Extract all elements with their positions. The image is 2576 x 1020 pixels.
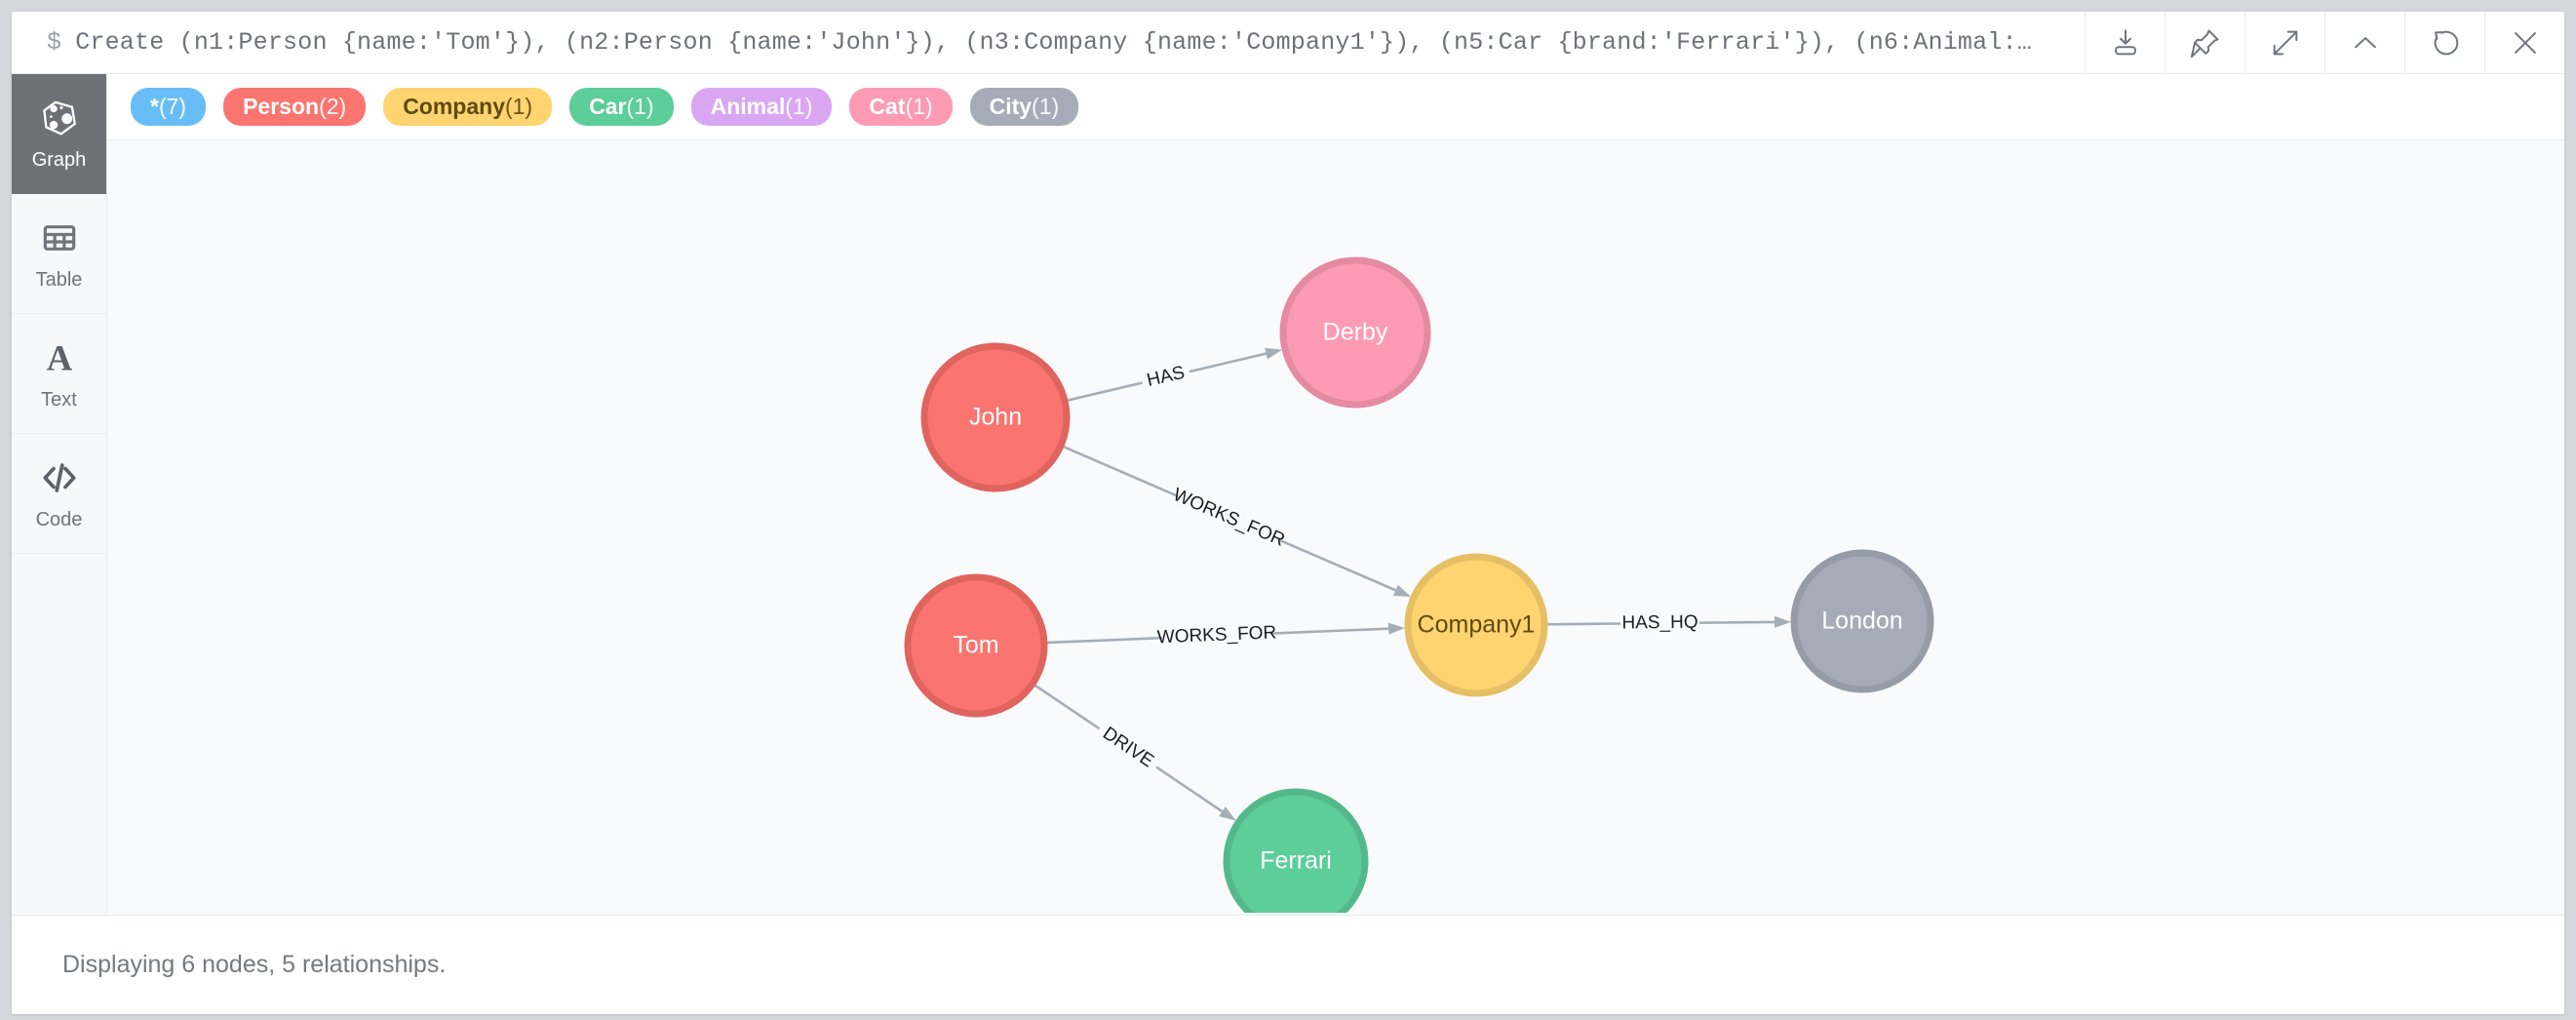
relationship-label: HAS_HQ xyxy=(1621,612,1698,634)
legend-pill-label: Company xyxy=(403,93,505,119)
relationship-line xyxy=(1155,765,1224,813)
relationship-arrowhead xyxy=(1774,615,1792,628)
graph-node-tom[interactable]: Tom xyxy=(904,573,1048,718)
result-frame: $ Create (n1:Person {name:'Tom'}), (n2:P… xyxy=(12,12,2564,1014)
relationship-arrowhead xyxy=(1393,584,1411,598)
label-legend: *(7)Person(2)Company(1)Car(1)Animal(1)Ca… xyxy=(107,74,2564,140)
relationship-label: WORKS_FOR xyxy=(1156,622,1276,647)
legend-pill-count: (1) xyxy=(504,93,533,119)
node-circle[interactable] xyxy=(920,342,1071,492)
legend-pill-label: Animal xyxy=(710,93,786,119)
pin-icon xyxy=(2189,26,2222,59)
prompt-symbol: $ xyxy=(47,28,62,57)
collapse-button[interactable] xyxy=(2324,12,2404,73)
node-circle[interactable] xyxy=(1223,788,1369,913)
legend-pill-person[interactable]: Person(2) xyxy=(223,87,367,127)
download-button[interactable] xyxy=(2085,12,2165,73)
relationship-works_for[interactable]: WORKS_FOR xyxy=(1061,445,1411,598)
legend-pill-count: (7) xyxy=(158,93,187,119)
relationship-line xyxy=(1278,538,1396,592)
relationship-works_for[interactable]: WORKS_FOR xyxy=(1044,622,1406,647)
legend-pill-count: (1) xyxy=(1032,93,1060,119)
query-display[interactable]: $ Create (n1:Person {name:'Tom'}), (n2:P… xyxy=(12,12,2085,73)
graph-node-london[interactable]: London xyxy=(1790,549,1934,693)
text-icon: A xyxy=(40,335,79,380)
legend-pill-car[interactable]: Car(1) xyxy=(569,87,674,127)
node-circle[interactable] xyxy=(904,573,1048,718)
relationship-arrowhead xyxy=(1387,622,1406,635)
legend-pill-label: Person xyxy=(243,93,320,119)
relationship-drive[interactable]: DRIVE xyxy=(1033,683,1236,821)
expand-icon xyxy=(2269,26,2302,59)
query-text: Create (n1:Person {name:'Tom'}), (n2:Per… xyxy=(75,28,2032,57)
code-icon xyxy=(39,455,80,500)
graph-node-company1[interactable]: Company1 xyxy=(1404,553,1548,697)
relationship-line xyxy=(1044,636,1162,645)
legend-pill-cat[interactable]: Cat(1) xyxy=(849,87,953,127)
legend-pill-company[interactable]: Company(1) xyxy=(383,87,553,127)
graph-node-derby[interactable]: Derby xyxy=(1279,256,1431,409)
graph-node-john[interactable]: John xyxy=(920,342,1071,492)
relationship-label: WORKS_FOR xyxy=(1170,485,1288,551)
legend-pill-animal[interactable]: Animal(1) xyxy=(690,87,833,127)
relationship-line xyxy=(1065,381,1143,403)
refresh-button[interactable] xyxy=(2404,12,2484,73)
node-circle[interactable] xyxy=(1279,256,1431,409)
chevron-up-icon xyxy=(2349,26,2382,59)
sidebar-item-code[interactable]: Code xyxy=(12,434,106,554)
graph-node-ferrari[interactable]: Ferrari xyxy=(1223,788,1369,913)
relationship-line xyxy=(1189,352,1267,373)
status-text: Displaying 6 nodes, 5 relationships. xyxy=(62,951,447,978)
sidebar-item-graph-label: Graph xyxy=(31,149,87,171)
graph-column: *(7)Person(2)Company(1)Car(1)Animal(1)Ca… xyxy=(107,74,2564,915)
refresh-icon xyxy=(2429,26,2462,59)
sidebar-item-code-label: Code xyxy=(35,509,83,530)
legend-pill-count: (2) xyxy=(319,93,347,119)
view-sidebar: Graph Table A xyxy=(12,74,107,915)
result-body: Graph Table A xyxy=(12,74,2564,915)
graph-svg: HAS WORKS_FOR WORKS_FOR DRIVE HAS_HQ John Der… xyxy=(904,256,1934,913)
query-toolbar: $ Create (n1:Person {name:'Tom'}), (n2:P… xyxy=(12,12,2564,74)
legend-pill-label: Car xyxy=(589,93,627,119)
relationship-line xyxy=(1061,445,1180,498)
legend-pill-label: City xyxy=(989,93,1033,119)
sidebar-item-text[interactable]: A Text xyxy=(12,314,106,434)
pin-button[interactable] xyxy=(2165,12,2244,73)
legend-pill-all[interactable]: *(7) xyxy=(131,87,207,127)
relationship-line xyxy=(1698,620,1776,624)
legend-pill-count: (1) xyxy=(905,93,933,119)
svg-text:A: A xyxy=(46,338,72,377)
relationship-line xyxy=(1271,627,1389,635)
expand-button[interactable] xyxy=(2244,12,2324,73)
sidebar-item-text-label: Text xyxy=(41,389,77,411)
table-icon xyxy=(40,216,79,260)
status-bar: Displaying 6 nodes, 5 relationships. xyxy=(12,915,2564,1014)
legend-pill-count: (1) xyxy=(785,93,813,119)
sidebar-item-table-label: Table xyxy=(35,269,83,291)
relationship-line xyxy=(1544,622,1621,626)
relationship-has_hq[interactable]: HAS_HQ xyxy=(1544,612,1792,634)
relationship-label: HAS xyxy=(1145,363,1187,391)
close-icon xyxy=(2509,26,2542,59)
legend-pill-city[interactable]: City(1) xyxy=(969,87,1079,127)
legend-pill-label: * xyxy=(150,93,159,119)
node-circle[interactable] xyxy=(1404,553,1548,697)
sidebar-item-table[interactable]: Table xyxy=(12,194,106,314)
relationship-arrowhead xyxy=(1265,347,1283,360)
graph-canvas[interactable]: HAS WORKS_FOR WORKS_FOR DRIVE HAS_HQ John Der… xyxy=(107,140,2564,915)
graph-icon xyxy=(39,96,80,140)
legend-pill-label: Cat xyxy=(869,93,906,119)
legend-pill-count: (1) xyxy=(626,93,654,119)
relationship-line xyxy=(1033,683,1101,730)
relationship-label: DRIVE xyxy=(1099,724,1157,772)
download-icon xyxy=(2109,26,2142,59)
node-circle[interactable] xyxy=(1790,549,1934,693)
relationship-layer: HAS WORKS_FOR WORKS_FOR DRIVE HAS_HQ xyxy=(1033,347,1792,821)
close-button[interactable] xyxy=(2484,12,2564,73)
sidebar-item-graph[interactable]: Graph xyxy=(12,74,106,194)
toolbar-buttons xyxy=(2085,12,2564,73)
relationship-arrowhead xyxy=(1219,806,1236,821)
relationship-has[interactable]: HAS xyxy=(1065,347,1283,403)
